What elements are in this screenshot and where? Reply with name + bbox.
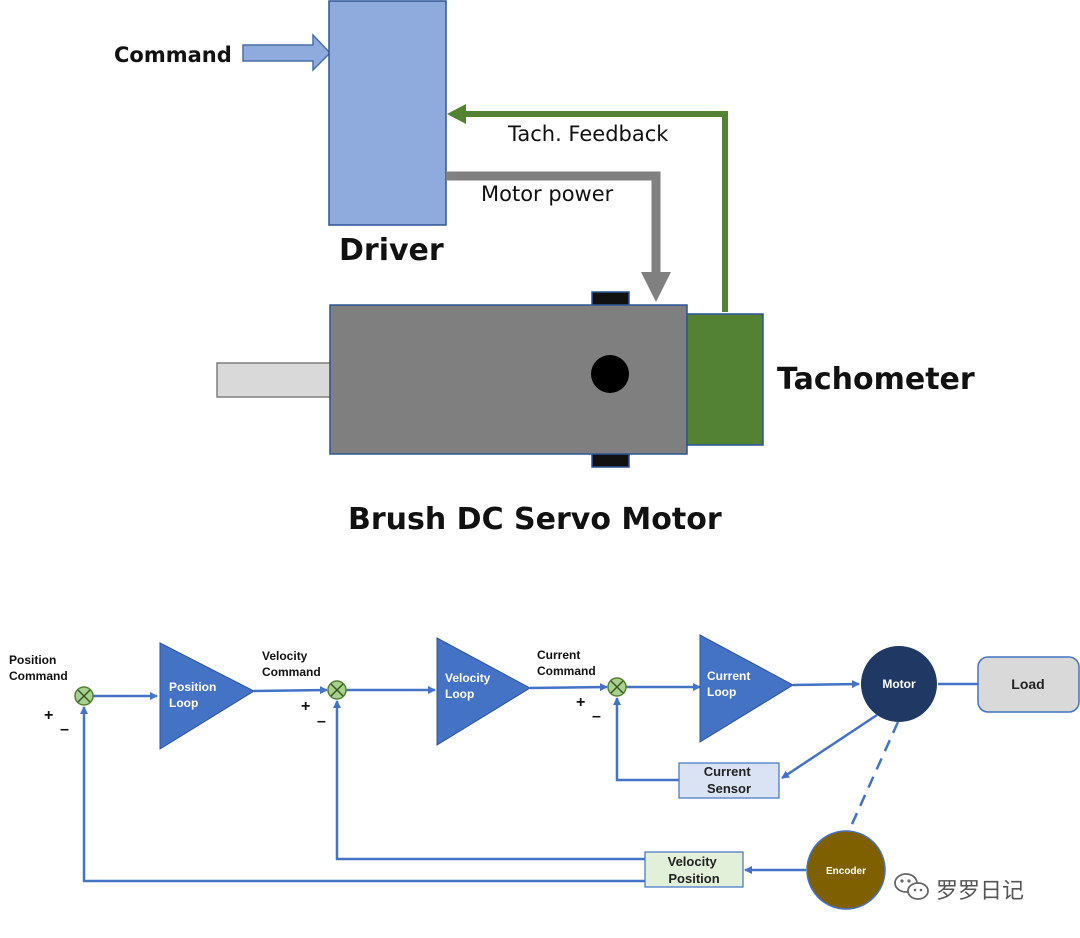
watermark-text: 罗罗日记 bbox=[936, 879, 1024, 904]
svg-text:Current Sensor: Current Sensor bbox=[704, 764, 755, 796]
svg-text:Velocity Position: Velocity Position bbox=[668, 854, 721, 886]
plus-sign: + bbox=[301, 698, 310, 715]
summing-junction-velocity bbox=[327, 680, 347, 700]
svg-text:Position Loop: Position Loop bbox=[169, 680, 220, 710]
svg-text:Encoder: Encoder bbox=[826, 866, 866, 877]
motor-title: Brush DC Servo Motor bbox=[348, 502, 722, 537]
position-loop-amplifier: Position Loop bbox=[159, 642, 256, 750]
svg-text:Current Loop: Current Loop bbox=[707, 669, 754, 699]
svg-text:Motor: Motor bbox=[882, 677, 916, 691]
motor-power-line bbox=[446, 171, 671, 302]
tachometer-label: Tachometer bbox=[777, 362, 975, 397]
summing-junction-position bbox=[74, 686, 94, 706]
current-sensor-block: Current Sensor bbox=[678, 762, 780, 799]
motor-dot bbox=[591, 355, 629, 393]
current-loop-amplifier: Current Loop bbox=[699, 634, 795, 743]
velocity-position-block: Velocity Position bbox=[644, 851, 744, 888]
brush-top bbox=[591, 291, 630, 307]
plus-sign: + bbox=[576, 694, 585, 711]
driver-label: Driver bbox=[339, 233, 444, 268]
brush-bottom bbox=[591, 452, 630, 468]
encoder-node: Encoder bbox=[806, 830, 886, 910]
driver-block bbox=[328, 0, 447, 226]
plus-sign: + bbox=[44, 707, 53, 724]
tach-feedback-line bbox=[447, 104, 728, 312]
velocity-command-label: Velocity Command bbox=[262, 649, 321, 679]
minus-sign: – bbox=[60, 721, 69, 738]
minus-sign: – bbox=[592, 708, 601, 725]
minus-sign: – bbox=[317, 713, 326, 730]
current-command-label: Current Command bbox=[537, 648, 596, 678]
load-block: Load bbox=[977, 656, 1080, 713]
motor-node: Motor bbox=[861, 646, 937, 722]
watermark: 罗罗日记 bbox=[894, 873, 1024, 904]
command-arrow bbox=[242, 33, 332, 72]
velocity-loop-amplifier: Velocity Loop bbox=[436, 637, 532, 746]
tach-feedback-label: Tach. Feedback bbox=[507, 122, 669, 146]
top-diagram: Command Driver Tach. Feedback Motor powe… bbox=[114, 0, 975, 537]
position-command-label: Position Command bbox=[9, 653, 68, 683]
svg-text:Velocity Loop: Velocity Loop bbox=[445, 671, 494, 701]
svg-text:Load: Load bbox=[1011, 676, 1044, 692]
motor-shaft bbox=[216, 362, 331, 398]
summing-junction-current bbox=[607, 677, 627, 697]
bottom-diagram: Position Command Velocity Command Curren… bbox=[9, 634, 1080, 910]
signal-wires bbox=[80, 680, 978, 883]
tachometer-block bbox=[686, 313, 764, 446]
motor-power-label: Motor power bbox=[481, 182, 614, 206]
command-label: Command bbox=[114, 43, 232, 67]
wechat-icon bbox=[894, 873, 929, 900]
motor-body bbox=[329, 304, 688, 455]
